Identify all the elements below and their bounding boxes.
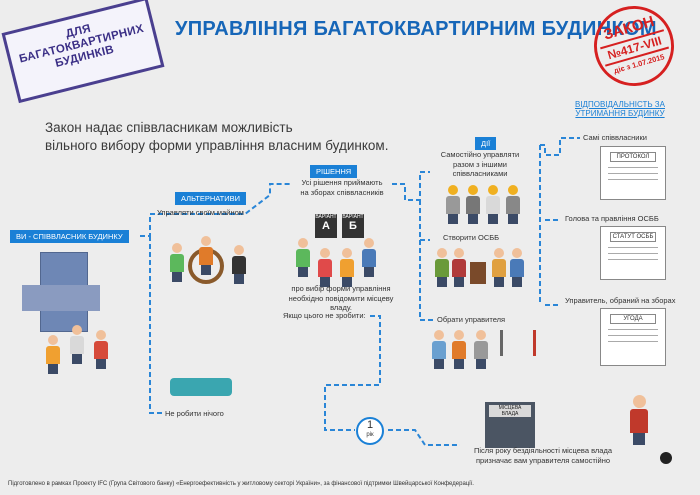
podium-icon (470, 262, 486, 284)
owner-person-icon (70, 325, 84, 364)
manager-icon (452, 330, 466, 369)
decision-text-line-2: на зборах співвласників (300, 187, 384, 197)
owner-person-icon (94, 330, 108, 369)
actions-label: ДІЇ (475, 137, 497, 150)
city-text-line-1: Після року бездіяльності місцева влада (473, 446, 612, 455)
ballot-a-letter: А (322, 220, 330, 232)
ballot-b: ВАРІАНТ Б (342, 214, 364, 238)
person-icon (170, 243, 184, 282)
charter-document-icon: СТАТУТ ОСББ (600, 226, 666, 280)
voter-icon (340, 248, 354, 287)
member-icon (492, 248, 506, 287)
choose-manager-text: Обрати управителя (437, 315, 506, 324)
manage-own-text: Управляти своїм майном (157, 208, 244, 217)
self-manage-line-1: Самостійно управляти (440, 150, 520, 159)
self-manage-line-3: співвласниками (452, 169, 508, 178)
self-manage-text: Самостійно управляти разом з іншими спів… (430, 150, 530, 179)
person-icon (232, 245, 246, 284)
resp-manager-text: Управитель, обраний на зборах (565, 296, 676, 305)
resp-owners-text: Самі співвласники (583, 133, 647, 142)
manager-icon (474, 330, 488, 369)
timer-icon: 1 рік (356, 417, 384, 445)
agreement-doc-title: УГОДА (610, 314, 656, 324)
decision-label: РІШЕННЯ (310, 165, 358, 178)
ballot-a-label: ВАРІАНТ (315, 214, 337, 220)
owner-person-icon (46, 335, 60, 374)
member-icon (435, 248, 449, 287)
worker-icon (506, 185, 520, 224)
decision-text: Усі рішення приймають на зборах співвлас… (292, 178, 392, 197)
city-hall-icon: МІСЦЕВА ВЛАДА (485, 402, 535, 448)
official-icon (630, 395, 648, 445)
city-text: Після року бездіяльності місцева влада п… (468, 446, 618, 465)
manager-icon (432, 330, 446, 369)
do-nothing-text: Не робити нічого (165, 409, 224, 418)
voter-icon (318, 248, 332, 287)
sofa-icon (170, 378, 232, 396)
charter-doc-title: СТАТУТ ОСББ (610, 232, 656, 242)
intro-line-1: Закон надає співвласникам можливість (45, 120, 293, 135)
worker-icon (486, 185, 500, 224)
if-not-text: Якщо цього не зробити: (283, 311, 366, 320)
city-hall-sign: МІСЦЕВА ВЛАДА (489, 405, 531, 417)
alternatives-label: АЛЬТЕРНАТИВИ (175, 192, 247, 205)
building-wing-icon (22, 285, 100, 311)
city-hall-sign-line-2: ВЛАДА (501, 411, 519, 417)
notice-text-line-1: про вибір форми управління (291, 284, 391, 293)
page-title: УПРАВЛІННЯ БАГАТОКВАРТИРНИМ БУДИНКОМ (175, 18, 657, 40)
worker-icon (466, 185, 480, 224)
ballot-a: ВАРІАНТ А (315, 214, 337, 238)
notice-text: про вибір форми управління необхідно пов… (282, 284, 400, 313)
timer-unit: рік (366, 432, 374, 438)
tools-icon (500, 330, 536, 356)
voter-icon (362, 238, 376, 277)
responsibility-header-line-2: УТРИМАННЯ БУДИНКУ (575, 109, 665, 118)
ballot-b-letter: Б (349, 220, 357, 232)
agreement-document-icon: УГОДА (600, 308, 666, 366)
create-osbb-text: Створити ОСББ (443, 233, 500, 242)
city-text-line-2: призначає вам управителя самостійно (475, 455, 611, 465)
intro-text: Закон надає співвласникам можливість віл… (45, 119, 445, 155)
ballot-b-label: ВАРІАНТ (342, 214, 364, 220)
owner-label: ВИ - СПІВВЛАСНИК БУДИНКУ (10, 230, 129, 243)
intro-line-2: вільного вибору форми управління власним… (45, 138, 389, 153)
member-icon (510, 248, 524, 287)
voter-icon (296, 238, 310, 277)
member-icon (452, 248, 466, 287)
protocol-doc-title: ПРОТОКОЛ (610, 152, 656, 162)
responsibility-header: ВІДПОВІДАЛЬНІСТЬ ЗА УТРИМАННЯ БУДИНКУ (570, 100, 670, 118)
responsibility-header-line-1: ВІДПОВІДАЛЬНІСТЬ ЗА (575, 100, 665, 109)
timer-number: 1 (366, 419, 374, 431)
notice-text-line-2: необхідно повідомити місцеву владу. (288, 293, 394, 313)
person-icon (199, 236, 213, 275)
resp-osbb-text: Голова та правління ОСББ (565, 214, 659, 223)
ball-and-chain-icon (660, 452, 672, 464)
decision-text-line-1: Усі рішення приймають (301, 178, 383, 187)
protocol-document-icon: ПРОТОКОЛ (600, 146, 666, 200)
city-hall-sign-line-1: МІСЦЕВА (498, 405, 522, 411)
footer-credit: Підготовлено в рамках Проекту IFC (Група… (8, 481, 474, 487)
worker-icon (446, 185, 460, 224)
self-manage-line-2: разом з іншими (453, 159, 507, 169)
